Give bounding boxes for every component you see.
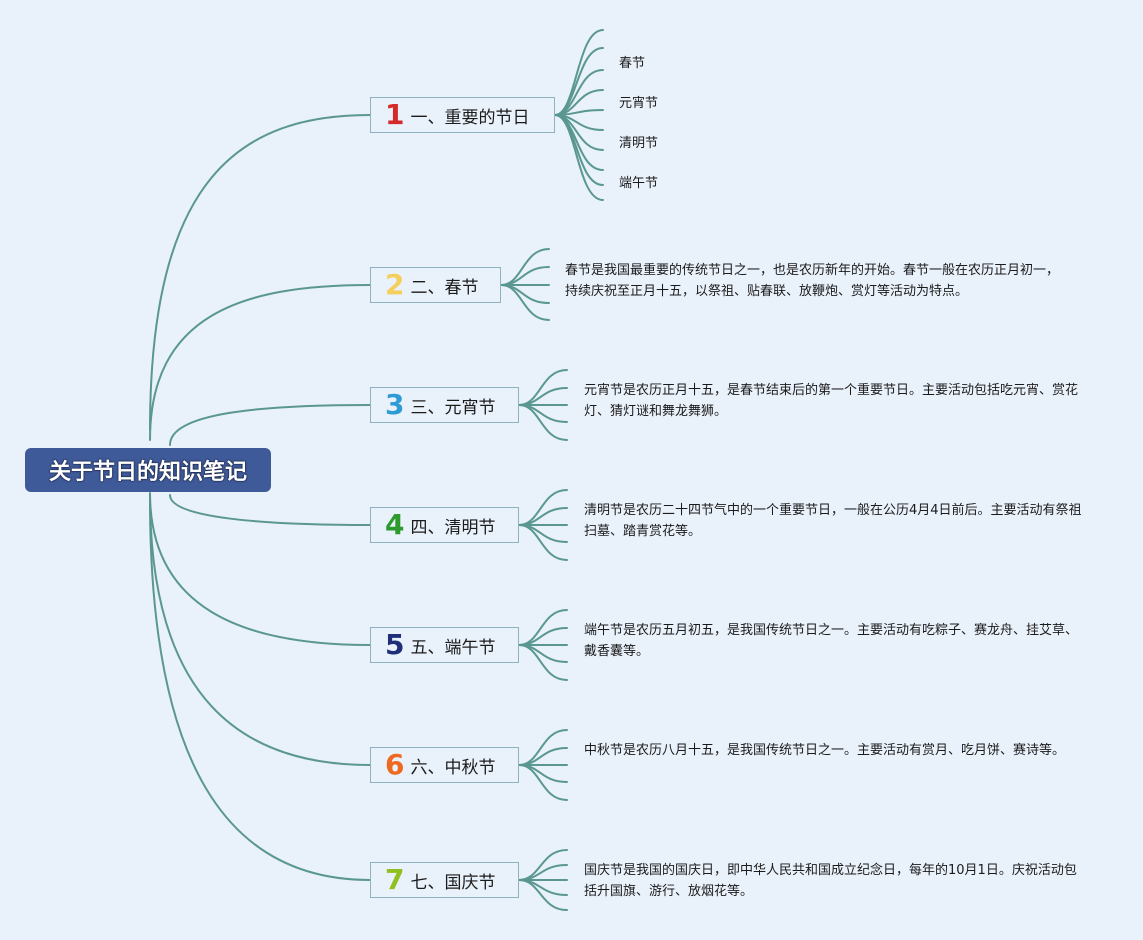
root-topic-label: 关于节日的知识笔记 (48, 460, 247, 485)
fan-important-1 (554, 47, 604, 116)
number-1-icon: 1 (385, 98, 405, 131)
leaf-qingming-festival[interactable]: 清明节 (619, 136, 659, 151)
number-3-icon: 3 (385, 388, 405, 421)
fan-spring-4 (500, 284, 550, 321)
topic-label: 四、清明节 (410, 517, 496, 538)
number-5-icon: 5 (385, 628, 405, 661)
note-national-day[interactable]: 国庆节是我国的国庆日，即中华人民共和国成立纪念日，每年的10月1日。庆祝活动包括… (584, 863, 1077, 899)
leaf-lantern-festival[interactable]: 元宵节 (619, 96, 659, 111)
topic-dragon-boat-festival[interactable]: 5 五、端午节 (370, 627, 519, 663)
note-lantern-festival[interactable]: 元宵节是农历正月十五，是春节结束后的第一个重要节日。主要活动包括吃元宵、赏花灯、… (584, 383, 1079, 419)
topic-label: 二、春节 (410, 277, 479, 298)
topic-label: 三、元宵节 (410, 397, 496, 418)
leaf-spring-festival[interactable]: 春节 (619, 56, 646, 71)
leaf-dragon-boat-festival[interactable]: 端午节 (619, 176, 659, 191)
note-mid-autumn-festival[interactable]: 中秋节是农历八月十五，是我国传统节日之一。主要活动有赏月、吃月饼、赛诗等。 (584, 743, 1066, 758)
fan-spring-1 (500, 266, 550, 286)
fan-national-4 (518, 879, 568, 911)
branch-line-1 (149, 114, 371, 431)
branch-line-6 (149, 494, 371, 766)
topic-important-festivals[interactable]: 1 一、重要的节日 (370, 97, 555, 133)
branch-line-3 (169, 404, 371, 446)
topic-label: 一、重要的节日 (410, 107, 530, 128)
number-6-icon: 6 (385, 748, 405, 781)
fan-important-0 (554, 29, 604, 116)
topic-spring-festival[interactable]: 2 二、春节 (370, 267, 501, 303)
branch-line-2 (149, 284, 371, 441)
topic-label: 七、国庆节 (410, 872, 496, 893)
fan-important-9 (554, 114, 604, 201)
topic-mid-autumn-festival[interactable]: 6 六、中秋节 (370, 747, 519, 783)
fan-spring-3 (500, 284, 550, 304)
number-4-icon: 4 (385, 508, 405, 541)
number-7-icon: 7 (385, 863, 405, 896)
root-topic[interactable]: 关于节日的知识笔记 (25, 448, 271, 492)
fan-qingming-4 (518, 524, 568, 561)
number-2-icon: 2 (385, 268, 405, 301)
note-spring-festival[interactable]: 春节是我国最重要的传统节日之一，也是农历新年的开始。春节一般在农历正月初一，持续… (565, 263, 1060, 299)
branch-line-4 (169, 494, 371, 526)
fan-lantern-4 (518, 404, 568, 441)
topic-qingming-festival[interactable]: 4 四、清明节 (370, 507, 519, 543)
topic-national-day[interactable]: 7 七、国庆节 (370, 862, 519, 898)
note-qingming-festival[interactable]: 清明节是农历二十四节气中的一个重要节日，一般在公历4月4日前后。主要活动有祭祖扫… (584, 503, 1082, 539)
fan-midautumn-4 (518, 764, 568, 801)
fan-dragon-4 (518, 644, 568, 681)
topic-lantern-festival[interactable]: 3 三、元宵节 (370, 387, 519, 423)
topic-label: 六、中秋节 (410, 757, 496, 778)
note-dragon-boat-festival[interactable]: 端午节是农历五月初五，是我国传统节日之一。主要活动有吃粽子、赛龙舟、挂艾草、戴香… (584, 623, 1079, 659)
branch-line-5 (149, 492, 371, 646)
branch-line-7 (149, 499, 371, 881)
topic-label: 五、端午节 (410, 637, 496, 658)
